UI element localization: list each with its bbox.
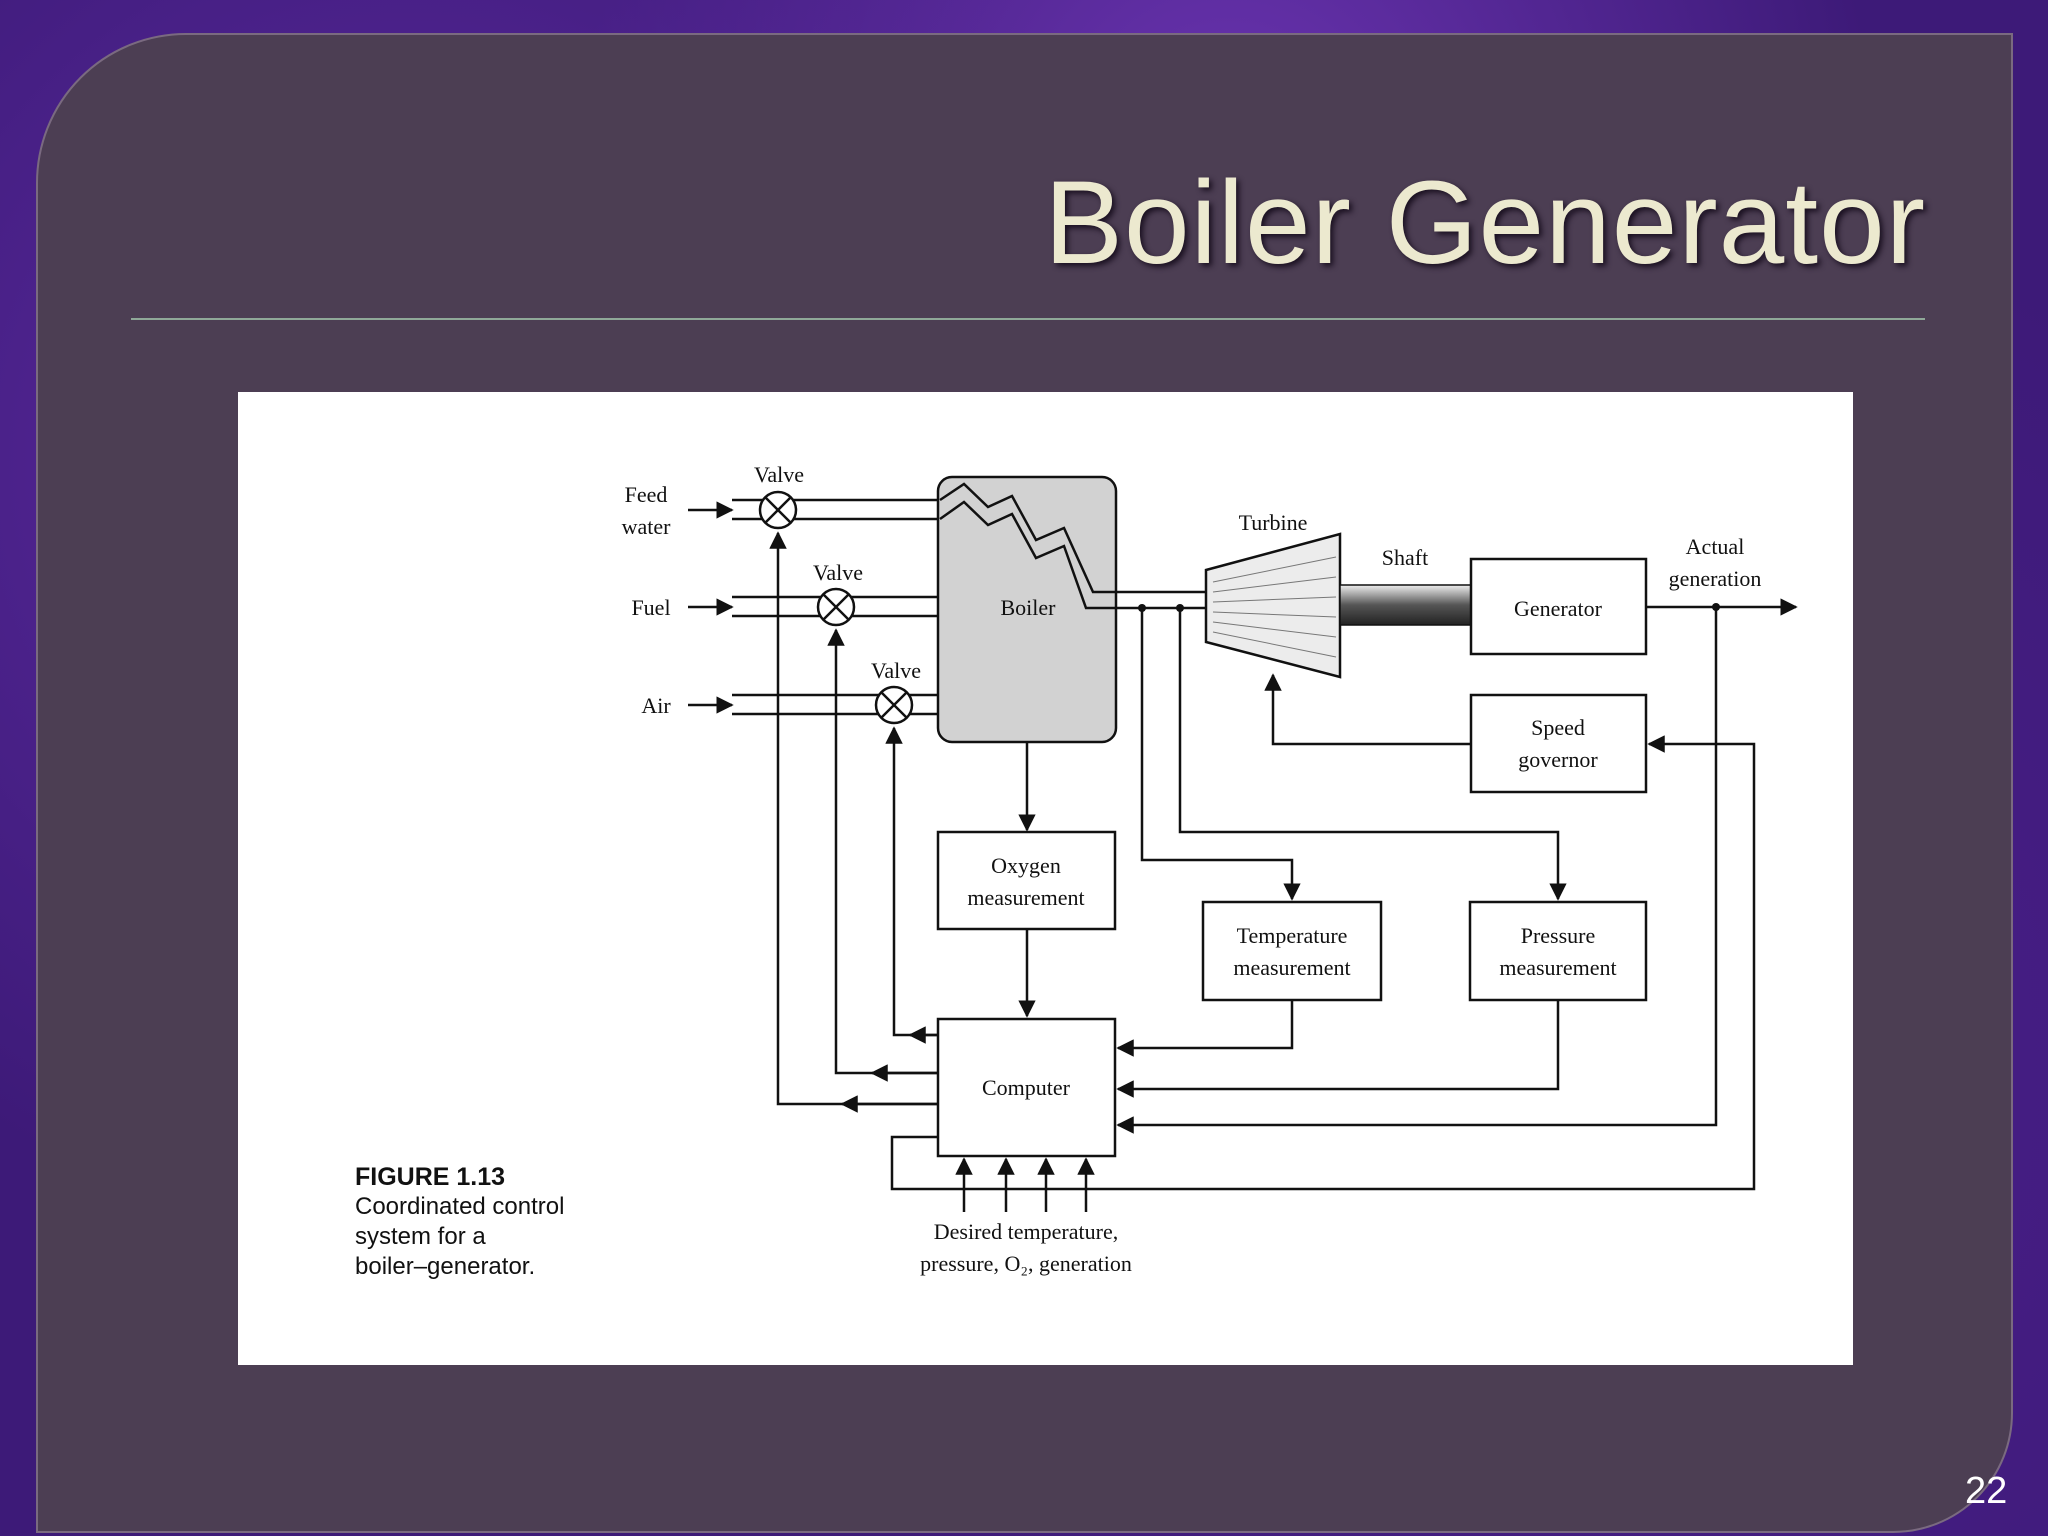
valve-label-3: Valve (871, 658, 921, 683)
figure-caption-line: Coordinated control (355, 1193, 565, 1220)
valve-label-2: Valve (813, 560, 863, 585)
computer-label: Computer (982, 1075, 1071, 1100)
slide-title: Boiler Generator (1044, 157, 1926, 289)
actual-generation-label-2: generation (1669, 566, 1762, 591)
temperature-measurement-block (1201, 900, 1383, 1002)
shaft-block (1339, 584, 1472, 626)
feed-water-label-2: water (622, 514, 672, 539)
speed-governor-label: Speed (1531, 715, 1585, 740)
computer-block (936, 1017, 1117, 1158)
feed-water-label: Feed (625, 482, 668, 507)
slide-page-number: 22 (1965, 1470, 2008, 1512)
generator-label: Generator (1514, 596, 1603, 621)
temperature-measurement-label-2: measurement (1233, 955, 1350, 980)
oxygen-measurement-label-2: measurement (967, 885, 1084, 910)
temperature-measurement-label: Temperature (1237, 923, 1348, 948)
figure-caption-line: boiler–generator. (355, 1253, 536, 1280)
oxygen-measurement-label: Oxygen (991, 853, 1061, 878)
pressure-measurement-label-2: measurement (1499, 955, 1616, 980)
turbine-block (1204, 532, 1342, 679)
figure-caption-line: system for a (355, 1223, 486, 1250)
actual-generation-label: Actual (1686, 534, 1745, 559)
title-divider (131, 318, 1925, 320)
speed-governor-label-2: governor (1518, 747, 1598, 772)
air-label: Air (641, 693, 671, 718)
generator-block (1469, 557, 1648, 656)
valve-label-1: Valve (754, 462, 804, 487)
boiler-label: Boiler (1001, 595, 1057, 620)
pressure-measurement-label: Pressure (1521, 923, 1596, 948)
figure-caption-title: FIGURE 1.13 (355, 1163, 506, 1191)
turbine-label: Turbine (1239, 510, 1308, 535)
shaft-label: Shaft (1382, 545, 1428, 570)
desired-setpoints-label: Desired temperature, (934, 1219, 1118, 1244)
oxygen-measurement-block (936, 830, 1117, 931)
figure-image: Feed water Fuel Air Valve Valve Valve Bo… (238, 392, 1853, 1365)
fuel-label: Fuel (631, 595, 670, 620)
boiler-generator-diagram: Feed water Fuel Air Valve Valve Valve Bo… (622, 462, 1798, 1276)
figure-caption: FIGURE 1.13 Coordinated control system f… (355, 1162, 655, 1282)
valve-icons (758, 490, 914, 725)
pressure-measurement-block (1468, 900, 1648, 1002)
speed-governor-block (1469, 693, 1648, 794)
desired-setpoints-label-2: pressure, O₂, generation (920, 1251, 1132, 1276)
